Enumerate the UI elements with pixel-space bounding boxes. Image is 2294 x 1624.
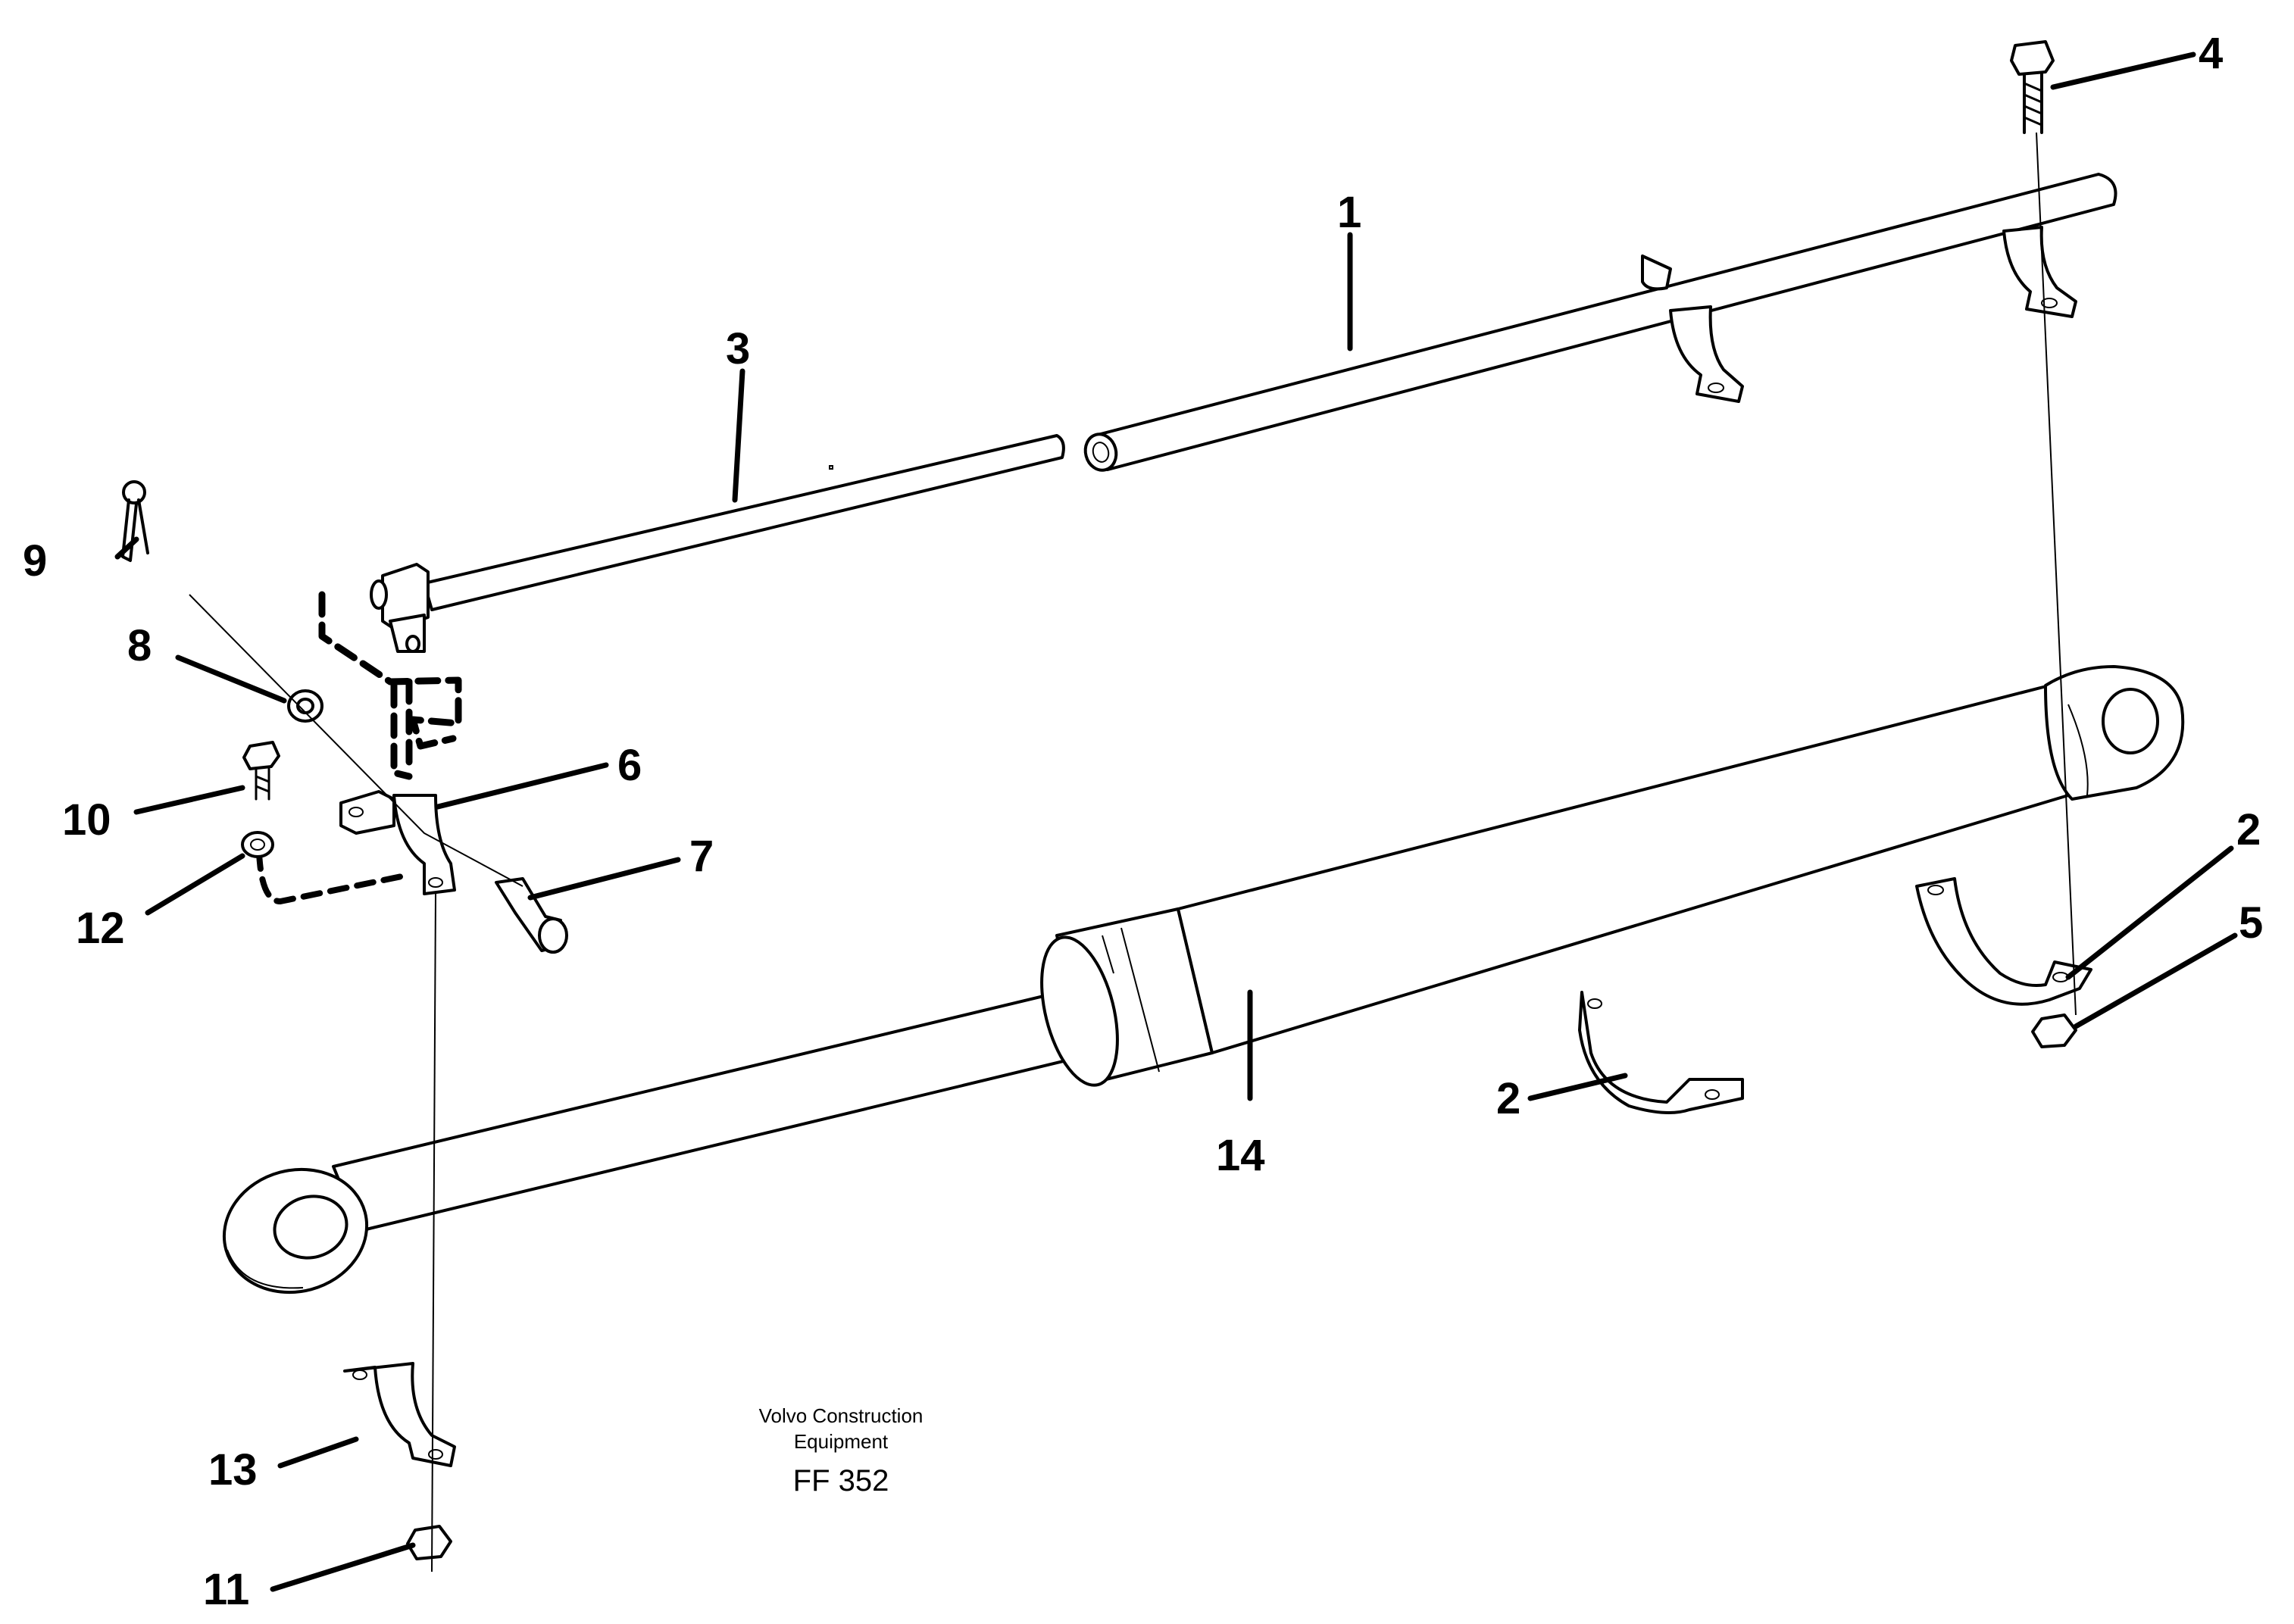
- washer-part-8: [287, 689, 323, 723]
- diagram-footer: Volvo Construction Equipment FF 352: [759, 1404, 924, 1498]
- clamp-part-2-right: [1915, 877, 2092, 1006]
- callout-4: 4: [2199, 29, 2223, 78]
- callout-3: 3: [726, 324, 750, 373]
- footer-manufacturer-line2: Equipment: [794, 1430, 889, 1453]
- clamp-part-13: [343, 1362, 456, 1467]
- callout-14: 14: [1216, 1131, 1265, 1180]
- split-pin-part-9: [121, 480, 149, 562]
- callout-8: 8: [127, 621, 152, 670]
- callout-9: 9: [23, 536, 47, 586]
- bolt-part-10: [242, 741, 280, 801]
- clamp-part-6: [339, 790, 456, 895]
- washer-part-12: [241, 831, 274, 858]
- pin-part-7: [495, 877, 568, 954]
- hydraulic-cylinder-part-14: [222, 665, 2185, 1295]
- callout-13: 13: [208, 1445, 258, 1494]
- pipe-clamp-upper-middle: [1641, 255, 1744, 403]
- callout-numbers: 1 3 4 9 8 10 12 6 7 2 5 2 14 13 11: [23, 29, 2263, 1614]
- nut-part-5: [2031, 1013, 2077, 1048]
- callout-7: 7: [689, 832, 714, 881]
- dashed-hose-route: [256, 591, 462, 904]
- nut-part-11: [406, 1525, 452, 1560]
- callout-2-right: 2: [2236, 805, 2261, 854]
- pipe-clamp-upper-right: [2002, 226, 2077, 318]
- callout-2-middle: 2: [1496, 1074, 1520, 1123]
- callout-10: 10: [62, 795, 111, 845]
- callout-leaders: [114, 52, 2238, 1592]
- clamp-part-2-middle: [1578, 991, 1744, 1114]
- pipe-part-3: [423, 434, 1065, 611]
- pipe-part-1: [1083, 173, 2117, 472]
- callout-6: 6: [617, 741, 642, 790]
- pipe-end-fitting: [370, 563, 430, 653]
- callout-11: 11: [203, 1565, 249, 1614]
- callout-1: 1: [1337, 188, 1361, 237]
- callout-5: 5: [2239, 898, 2263, 948]
- footer-manufacturer: Volvo Construction: [759, 1404, 924, 1427]
- figure-code: FF 352: [793, 1464, 889, 1498]
- bolt-part-4: [2010, 40, 2055, 134]
- assembly-guide-lines: [189, 132, 2077, 1572]
- callout-12: 12: [76, 904, 125, 953]
